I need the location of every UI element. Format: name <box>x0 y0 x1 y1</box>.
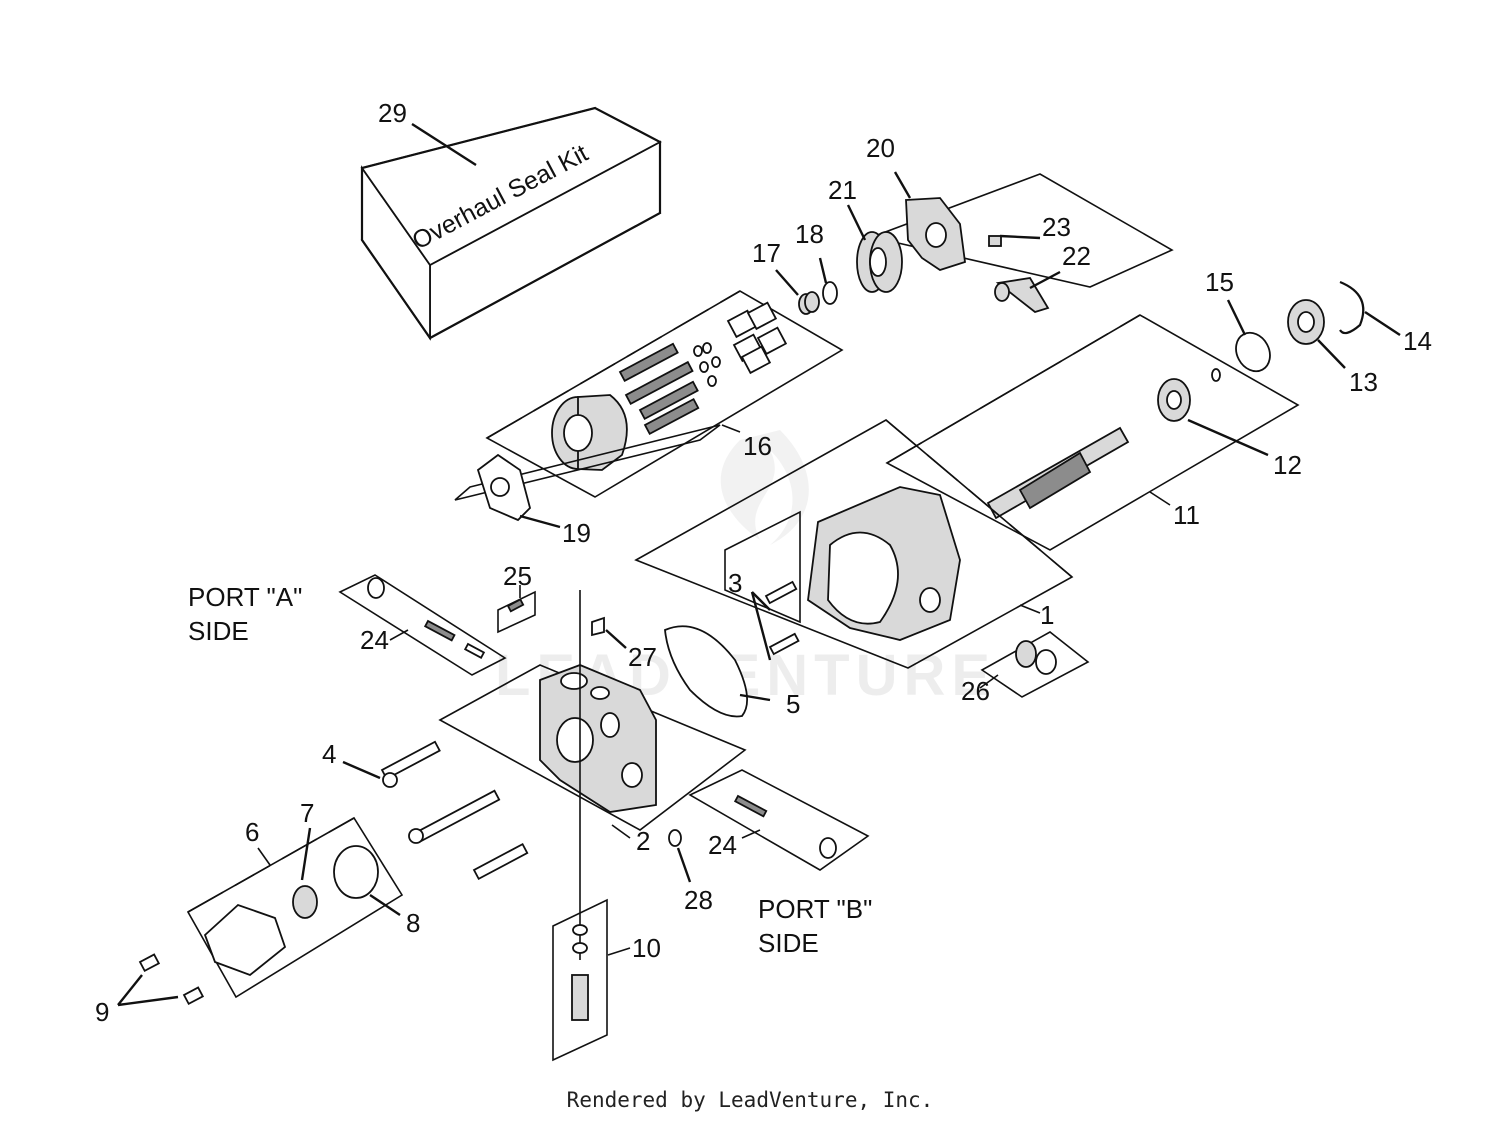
overhaul-seal-kit-box[interactable]: Overhaul Seal Kit <box>360 106 662 341</box>
trunnion-arm[interactable] <box>988 235 1050 313</box>
port-b-label: PORT "B" SIDE <box>758 894 872 958</box>
callout-3[interactable]: 3 <box>728 568 742 598</box>
callout-20[interactable]: 20 <box>866 133 895 163</box>
callout-13[interactable]: 13 <box>1349 367 1378 397</box>
housing-seal-washer[interactable] <box>980 631 1090 698</box>
callout-23[interactable]: 23 <box>1042 212 1071 242</box>
callout-27[interactable]: 27 <box>628 642 657 672</box>
center-gasket[interactable] <box>664 625 749 718</box>
cylinder-block-group[interactable] <box>485 290 844 498</box>
callout-15[interactable]: 15 <box>1205 267 1234 297</box>
callout-labels: 1 2 3 4 5 6 7 8 9 10 11 12 13 14 15 16 1… <box>95 98 1432 1027</box>
relief-valve-port-b[interactable] <box>688 769 870 871</box>
callout-8[interactable]: 8 <box>406 908 420 938</box>
swash-plate-housing[interactable] <box>856 173 1174 293</box>
callout-24b[interactable]: 24 <box>708 830 737 860</box>
relief-valve-port-a[interactable] <box>338 574 507 676</box>
main-housing[interactable] <box>634 419 1074 669</box>
callout-5[interactable]: 5 <box>786 689 800 719</box>
callout-28[interactable]: 28 <box>684 885 713 915</box>
callout-11[interactable]: 11 <box>1173 500 1200 530</box>
callout-21[interactable]: 21 <box>828 175 857 205</box>
callout-29[interactable]: 29 <box>378 98 407 128</box>
port-b-line2: SIDE <box>758 928 819 958</box>
piston-washers <box>693 342 721 387</box>
callout-22[interactable]: 22 <box>1062 241 1091 271</box>
port-a-line2: SIDE <box>188 616 249 646</box>
valve-plate[interactable] <box>454 424 721 522</box>
callout-24a[interactable]: 24 <box>360 625 389 655</box>
callout-7[interactable]: 7 <box>300 798 314 828</box>
pistons <box>726 301 788 375</box>
charge-pump-group[interactable] <box>138 816 404 1006</box>
port-b-line1: PORT "B" <box>758 894 872 924</box>
callout-26[interactable]: 26 <box>961 676 990 706</box>
center-section[interactable] <box>438 664 747 831</box>
callout-16[interactable]: 16 <box>743 431 772 461</box>
input-shaft-group[interactable] <box>885 314 1300 551</box>
callout-14[interactable]: 14 <box>1403 326 1432 356</box>
piston-springs <box>618 342 700 436</box>
callout-18[interactable]: 18 <box>795 219 824 249</box>
callout-9[interactable]: 9 <box>95 997 109 1027</box>
port-a-line1: PORT "A" <box>188 582 302 612</box>
check-valve-25[interactable] <box>497 590 536 634</box>
callout-12[interactable]: 12 <box>1273 450 1302 480</box>
callout-2[interactable]: 2 <box>636 826 650 856</box>
callout-19[interactable]: 19 <box>562 518 591 548</box>
plug-bolt-27[interactable] <box>591 616 605 637</box>
shaft-seals[interactable] <box>798 281 838 315</box>
dowel-pins[interactable] <box>724 510 801 656</box>
shaft-bearing-retainer[interactable] <box>1229 280 1365 377</box>
callout-25[interactable]: 25 <box>503 561 532 591</box>
callout-10[interactable]: 10 <box>632 933 661 963</box>
bypass-plug-28[interactable] <box>668 829 682 847</box>
center-bolts[interactable] <box>380 740 529 881</box>
callout-arrows <box>117 122 1401 1007</box>
callout-4[interactable]: 4 <box>322 739 336 769</box>
callout-17[interactable]: 17 <box>752 238 781 268</box>
port-a-label: PORT "A" SIDE <box>188 582 302 646</box>
callout-6[interactable]: 6 <box>245 817 259 847</box>
callout-1[interactable]: 1 <box>1040 600 1054 630</box>
footer-credit: Rendered by LeadVenture, Inc. <box>566 1088 934 1112</box>
valve-stem-10[interactable] <box>552 590 608 1062</box>
